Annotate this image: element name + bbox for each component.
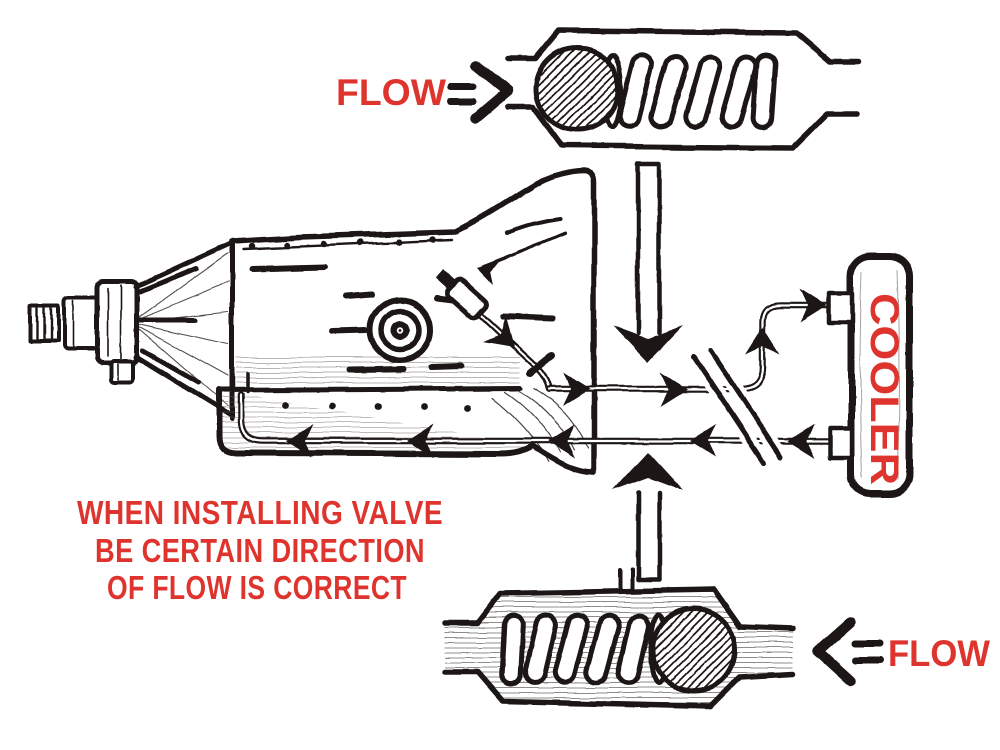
main-case xyxy=(229,168,597,475)
cooler xyxy=(826,252,913,498)
bell-flow-curve xyxy=(477,217,567,285)
valve-spring xyxy=(617,52,778,130)
cooler-bottom-fitting xyxy=(827,425,855,461)
top-check-valve xyxy=(505,28,861,151)
bottom-check-valve xyxy=(442,568,796,709)
flow-arrowhead-right xyxy=(563,372,590,406)
warning-line-1: WHEN INSTALLING VALVE xyxy=(77,494,443,531)
flow-label-top: FLOW xyxy=(336,72,446,113)
cooler-top-fitting xyxy=(826,290,856,326)
up-arrow-icon xyxy=(613,452,683,583)
valve-ball xyxy=(533,45,621,133)
valve-ball xyxy=(650,606,738,694)
transmission xyxy=(28,168,597,475)
output-flange xyxy=(94,278,140,366)
warning-note: WHEN INSTALLING VALVE BE CERTAIN DIRECTI… xyxy=(77,494,443,606)
warning-line-3: OF FLOW IS CORRECT xyxy=(107,569,407,606)
converter-boss xyxy=(367,297,433,363)
flow-arrowhead-right xyxy=(800,288,827,322)
flow-arrowhead-left xyxy=(406,424,433,458)
down-arrow-icon xyxy=(613,161,683,362)
valve-spring xyxy=(499,613,652,687)
cooler-body xyxy=(847,252,913,498)
flow-arrowhead-up xyxy=(746,328,780,355)
output-shaft xyxy=(28,295,100,351)
valve-top-stub xyxy=(618,568,634,592)
case-dashes xyxy=(249,264,556,373)
break-slashes xyxy=(686,343,789,471)
flow-arrowhead-left xyxy=(788,424,815,458)
cooler-label: COOLER xyxy=(862,293,906,485)
flow-arrow-left-icon xyxy=(812,616,884,687)
flow-arrowhead-left xyxy=(690,424,717,458)
warning-line-2: BE CERTAIN DIRECTION xyxy=(95,532,425,569)
flow-arrowhead-right xyxy=(661,372,688,406)
return-line xyxy=(231,372,835,458)
supply-line xyxy=(545,288,833,406)
flow-label-bottom: FLOW xyxy=(888,633,990,674)
flow-arrowhead-left xyxy=(548,424,575,458)
flow-arrowhead-left xyxy=(286,424,313,458)
flow-arrow-right-icon xyxy=(446,59,514,124)
